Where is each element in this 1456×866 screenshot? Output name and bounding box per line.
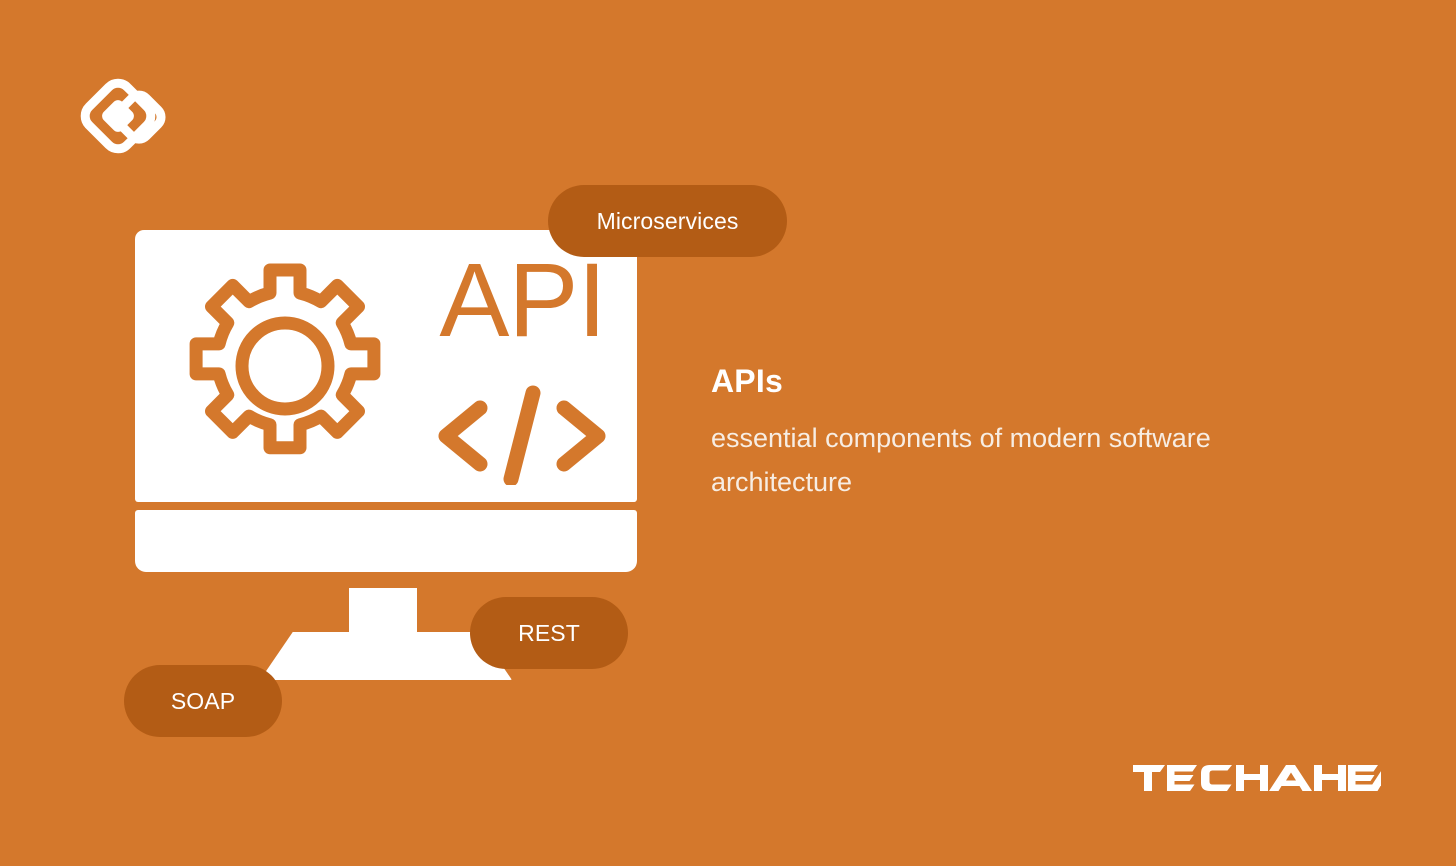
- monitor-bezel-band: [135, 510, 637, 572]
- tag-pill-soap[interactable]: SOAP: [124, 665, 282, 737]
- tag-pill-label: SOAP: [170, 687, 236, 714]
- tag-pill-rest[interactable]: REST: [470, 597, 628, 669]
- tag-pill-label: REST: [518, 619, 580, 646]
- gear-icon: [177, 258, 393, 474]
- monitor-illustration: API: [135, 230, 637, 682]
- tag-pill-label: Microservices: [596, 207, 739, 234]
- monitor-screen: API: [135, 230, 637, 502]
- page-subtitle: essential components of modern software …: [711, 423, 1211, 497]
- monitor-stand-neck: [349, 588, 417, 634]
- screen-api-label: API: [439, 242, 606, 359]
- tag-pill-microservices[interactable]: Microservices: [548, 185, 787, 257]
- code-brackets-icon: [432, 385, 612, 485]
- techahead-logotype: [1133, 762, 1381, 794]
- copy-block: APIs essential components of modern soft…: [711, 363, 1271, 505]
- brand-logo-icon: [78, 70, 172, 162]
- page-title: APIs: [711, 363, 783, 399]
